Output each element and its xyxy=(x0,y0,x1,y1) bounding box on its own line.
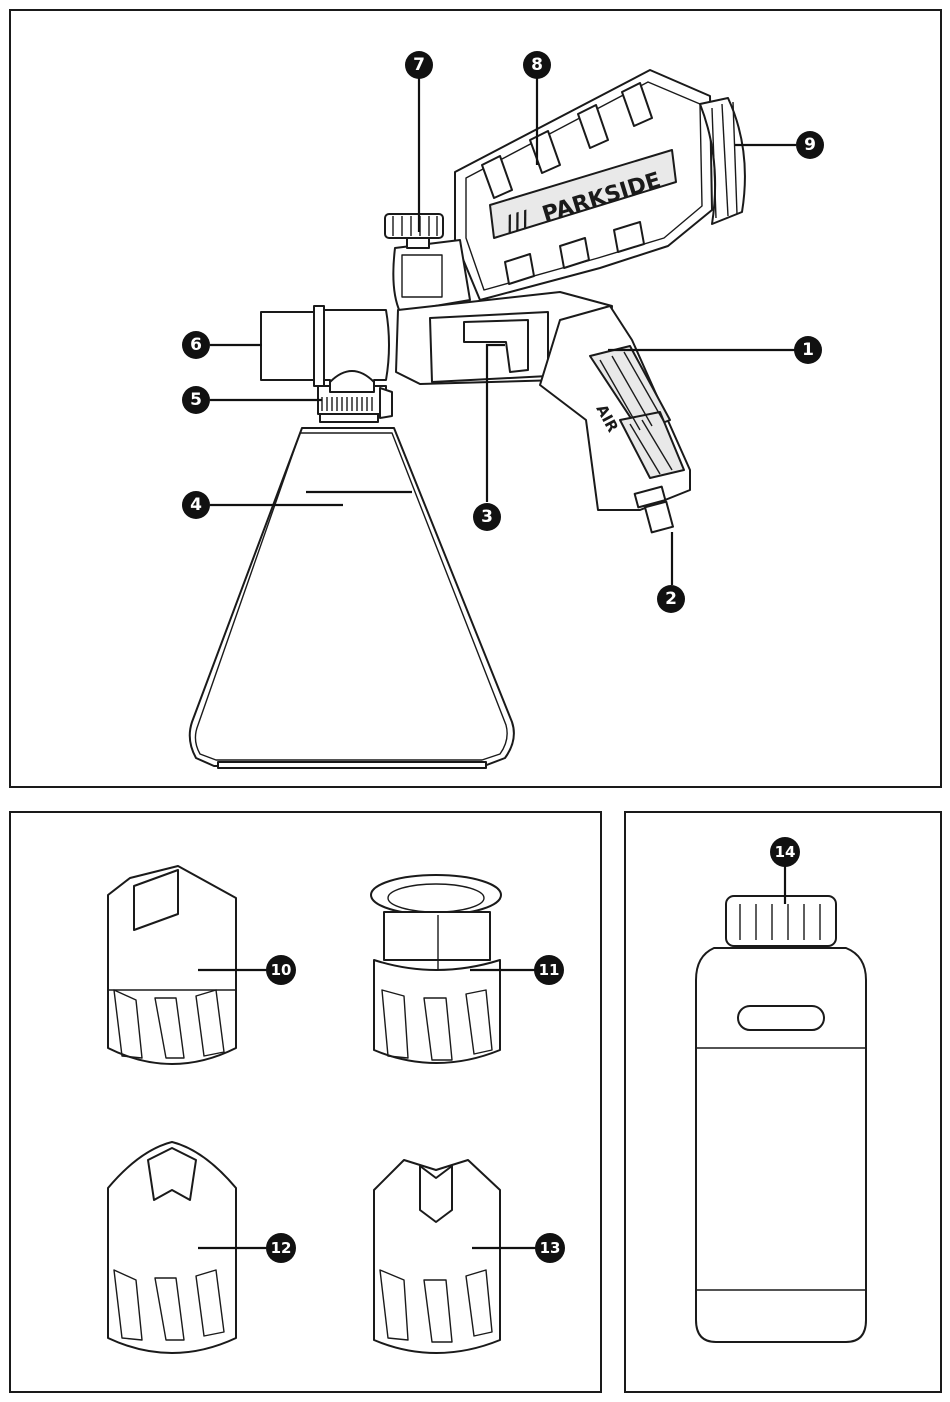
callout-6-label: 6 xyxy=(190,335,202,355)
callout-5: 5 xyxy=(182,386,210,414)
callout-4-label: 4 xyxy=(190,495,202,515)
gun-body xyxy=(385,70,745,532)
callout-11: 11 xyxy=(534,955,564,985)
callout-8: 8 xyxy=(523,51,551,79)
funnel-container xyxy=(190,428,514,768)
callout-1: 1 xyxy=(794,336,822,364)
callout-7-label: 7 xyxy=(413,55,425,75)
callout-2: 2 xyxy=(657,585,685,613)
callout-10: 10 xyxy=(266,955,296,985)
callout-6: 6 xyxy=(182,331,210,359)
callout-14: 14 xyxy=(770,837,800,867)
nozzle-10 xyxy=(108,866,236,1064)
bottle-14 xyxy=(696,866,866,1342)
callout-9: 9 xyxy=(796,131,824,159)
callout-8-label: 8 xyxy=(531,55,543,75)
callout-12-label: 12 xyxy=(271,1239,292,1257)
callout-10-label: 10 xyxy=(271,961,292,979)
callout-13-label: 13 xyxy=(540,1239,561,1257)
nozzle-13 xyxy=(374,1160,500,1353)
callout-3: 3 xyxy=(473,503,501,531)
callout-2-label: 2 xyxy=(665,589,677,609)
callout-13: 13 xyxy=(535,1233,565,1263)
callout-3-label: 3 xyxy=(481,507,493,527)
callout-5-label: 5 xyxy=(190,390,202,410)
callout-12: 12 xyxy=(266,1233,296,1263)
callout-7: 7 xyxy=(405,51,433,79)
callout-14-label: 14 xyxy=(775,843,796,861)
suction-tube xyxy=(261,306,389,392)
callout-11-label: 11 xyxy=(539,961,560,979)
callout-1-label: 1 xyxy=(802,340,814,360)
callout-9-label: 9 xyxy=(804,135,816,155)
callout-4: 4 xyxy=(182,491,210,519)
spray-gun-drawing: PARKSIDE /// AIR xyxy=(190,70,745,768)
